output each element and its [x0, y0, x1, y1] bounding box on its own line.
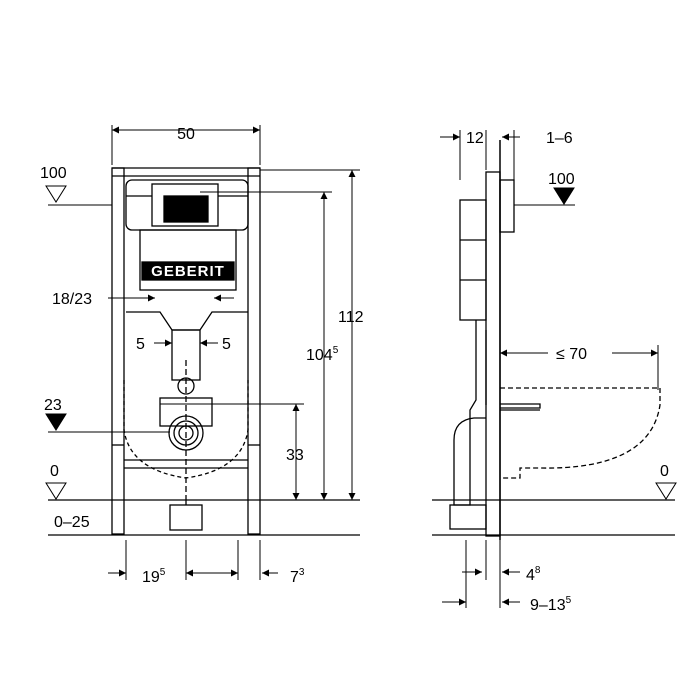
dim-right-5: 5: [222, 336, 231, 353]
level-marker-23-front: [45, 413, 67, 431]
front-view: [48, 167, 360, 536]
flush-opening: [151, 183, 219, 227]
level-marker-0-side: [655, 482, 677, 500]
frame-left-upright: [111, 167, 125, 535]
cistern-lower-box: [139, 229, 237, 291]
side-drain-pipe: [453, 417, 486, 506]
dim-flush-plate: 18/23: [52, 291, 92, 308]
dim-bottom-7: 73: [290, 567, 305, 586]
dim-range-0-25: 0–25: [54, 514, 90, 531]
level-marker-100-front: [45, 185, 67, 203]
dim-level-100-side: 100: [548, 171, 575, 188]
actuator-plate: [499, 179, 515, 233]
dim-height-104: 1045: [306, 345, 339, 364]
dim-height-112: 112: [338, 309, 364, 326]
dim-level-0-side: 0: [660, 463, 669, 480]
dim-bottom-9-13: 9–135: [530, 595, 572, 614]
dim-left-5: 5: [136, 336, 145, 353]
dim-width-50: 50: [177, 126, 195, 143]
dim-projection-70: ≤ 70: [556, 346, 587, 363]
side-cistern: [459, 199, 487, 321]
logo-plate: [141, 261, 235, 281]
dim-range-1-6: 1–6: [546, 130, 573, 147]
dim-height-33: 33: [286, 447, 304, 464]
dim-bottom-4: 48: [526, 565, 541, 584]
dim-depth-12: 12: [466, 130, 484, 147]
connector-box: [159, 397, 213, 427]
side-view: [432, 140, 675, 540]
brand-logo: GEBERIT: [151, 263, 225, 280]
level-marker-0-front: [45, 482, 67, 500]
frame-right-upright: [247, 167, 261, 535]
dim-level-23: 23: [44, 397, 62, 414]
dim-bottom-19: 195: [142, 567, 166, 586]
drain-outlet: [169, 504, 203, 531]
level-marker-100-side: [553, 187, 575, 205]
dim-level-100-front: 100: [40, 165, 67, 182]
dim-level-0-front: 0: [50, 463, 59, 480]
side-wc-pan: [500, 387, 661, 479]
side-frame-profile: [485, 171, 501, 537]
